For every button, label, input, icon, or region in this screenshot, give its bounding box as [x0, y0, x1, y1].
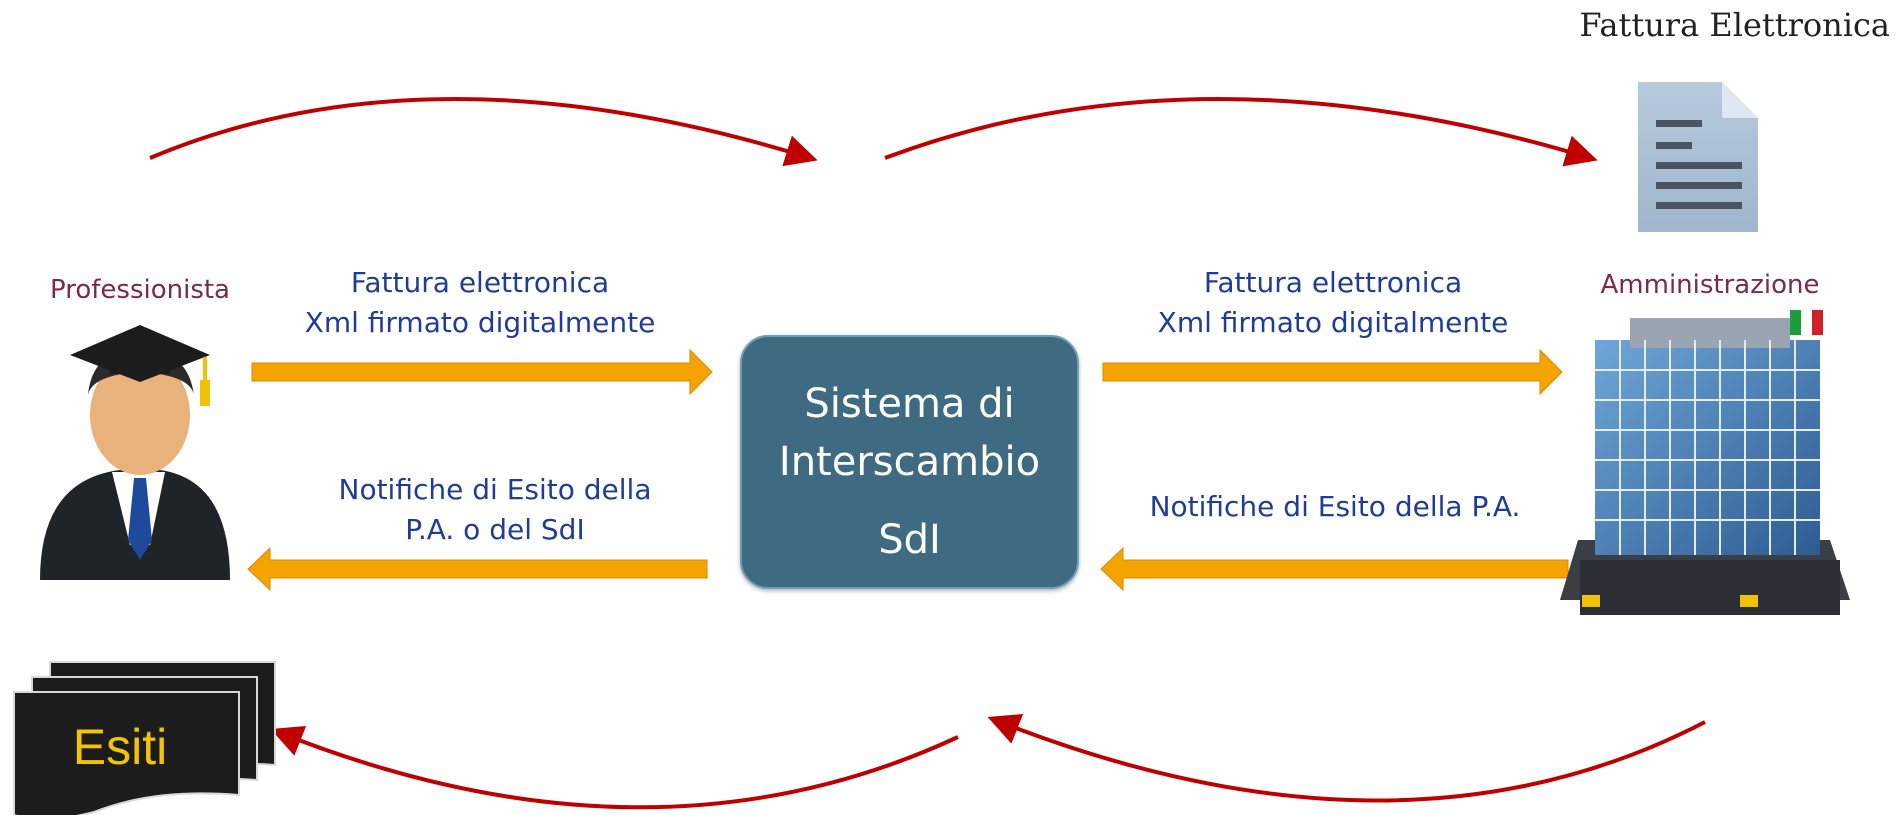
flow-label-center-to-right: Fattura elettronica Xml firmato digitalm…	[1157, 266, 1509, 339]
arrow-right-to-center	[1100, 546, 1569, 592]
amministrazione-label: Amministrazione	[1600, 270, 1820, 300]
document-icon	[1638, 82, 1758, 232]
sdi-box: Sistema di Interscambio SdI	[740, 335, 1079, 589]
esiti-label: Esiti	[72, 719, 168, 775]
sdi-title: Sistema di Interscambio	[778, 381, 1041, 485]
italian-flag-icon	[1790, 310, 1823, 335]
flow-label-right-to-center: Notifiche di Esito della P.A.	[1149, 490, 1521, 523]
flow-label-left-to-center: Fattura elettronica Xml firmato digitalm…	[304, 266, 656, 339]
graduate-person-icon	[40, 325, 230, 580]
curve-bottom-left	[270, 725, 959, 810]
curve-top-right	[884, 97, 1598, 167]
professionista-label: Professionista	[50, 275, 230, 305]
curve-bottom-right	[987, 713, 1706, 803]
arrow-center-to-left	[247, 546, 708, 592]
arrow-center-to-right	[1102, 348, 1563, 396]
curve-top-left	[149, 97, 818, 167]
sdi-subtitle: SdI	[878, 517, 941, 563]
document-title: Fattura Elettronica	[1579, 6, 1890, 44]
flow-label-center-to-left: Notifiche di Esito della P.A. o del SdI	[338, 473, 652, 546]
office-building-icon	[1560, 318, 1850, 615]
arrow-left-to-center	[251, 348, 713, 396]
esiti-documents-icon	[13, 661, 276, 815]
